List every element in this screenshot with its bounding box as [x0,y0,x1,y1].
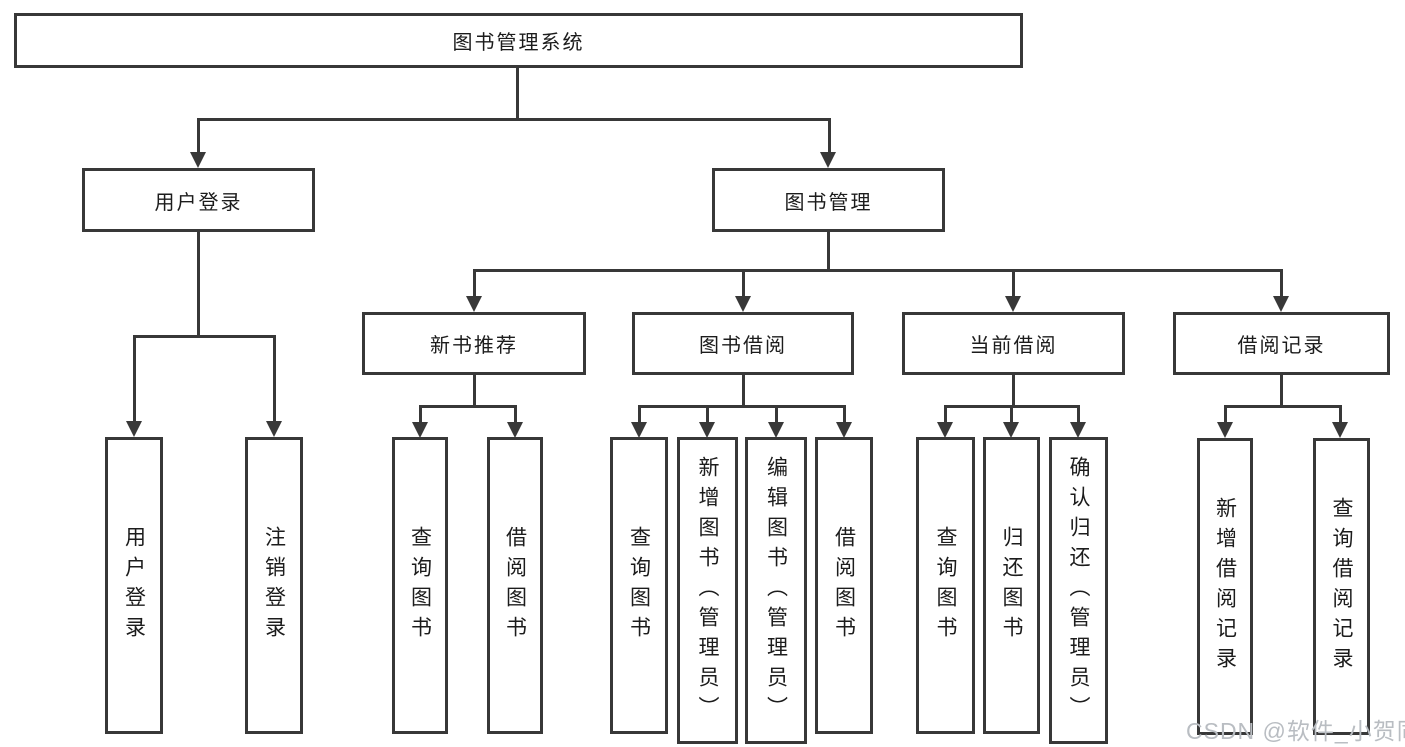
arrow-down-icon [412,422,428,438]
connector-leaf-stem [843,405,846,423]
node-book-mgmt-label: 图书管理 [784,191,873,214]
arrow-down-icon [266,421,282,437]
leaf-node-borrow-books: 借阅图书 [815,437,873,734]
node-borrow-records: 借阅记录 [1173,312,1390,375]
connector-to-current-borrow [1012,269,1015,297]
arrow-down-icon [768,422,784,438]
leaf-node-confirm-return-admin: 确认归还（管理员） [1049,437,1108,744]
arrow-down-icon [126,421,142,437]
arrow-down-icon [466,296,482,312]
leaf-label: 归还图书 [1000,525,1023,646]
leaf-label: 查询图书 [627,525,651,646]
connector-root-stem [516,68,519,120]
node-borrow-records-label: 借阅记录 [1237,335,1326,357]
connector-leaf-stem [133,335,136,422]
connector-user-login-stem [197,232,200,337]
connector-leaf-stem [1339,405,1342,423]
connector-leaf-stem [1224,405,1227,423]
leaf-label: 借阅图书 [503,525,527,646]
arrow-down-icon [631,422,647,438]
leaf-label: 注销登录 [262,525,286,646]
connector-book-mgmt-stem [827,232,830,272]
leaf-node-user-login: 用户登录 [105,437,163,734]
connector-current-borrow-stem [1012,375,1015,408]
connector-leaf-stem [273,335,276,422]
connector-new-books-stem [473,375,476,408]
leaf-node-borrow-books: 借阅图书 [487,437,543,734]
node-user-login: 用户登录 [82,168,315,232]
node-current-borrow: 当前借阅 [902,312,1125,375]
arrow-down-icon [1273,296,1289,312]
leaf-node-search-borrow-record: 查询借阅记录 [1313,438,1370,735]
leaf-label: 借阅图书 [832,525,856,646]
connector-book-borrow-stem [742,375,745,408]
connector-to-borrow-records [1280,269,1283,297]
connector-leaf-stem [1010,405,1013,423]
leaf-label: 新增借阅记录 [1213,496,1237,677]
arrow-down-icon [735,296,751,312]
arrow-down-icon [699,422,715,438]
leaf-node-logout: 注销登录 [245,437,303,734]
connector-level3-rail [473,269,1281,272]
leaf-node-search-books: 查询图书 [610,437,668,734]
leaf-node-add-borrow-record: 新增借阅记录 [1197,438,1253,735]
leaf-label: 编辑图书（管理员） [764,455,788,726]
arrow-down-icon [1003,422,1019,438]
leaf-node-search-books: 查询图书 [392,437,448,734]
connector-leaf-stem [514,405,517,423]
leaf-node-return-books: 归还图书 [983,437,1040,734]
leaf-label: 新增图书（管理员） [696,455,719,726]
leaf-label: 查询图书 [934,525,957,646]
arrow-down-icon [1332,422,1348,438]
arrow-down-icon [1217,422,1233,438]
root-node-label: 图书管理系统 [452,32,585,54]
arrow-down-icon [1005,296,1021,312]
arrow-down-icon [937,422,953,438]
connector-leaf-stem [706,405,709,423]
leaf-label: 确认归还（管理员） [1067,455,1090,726]
connector-level2-rail [197,118,831,121]
connector-to-book-borrow [742,269,745,297]
arrow-down-icon [820,152,836,168]
root-node-library-system: 图书管理系统 [14,13,1023,68]
arrow-down-icon [190,152,206,168]
arrow-down-icon [836,422,852,438]
connector-leaf-stem [775,405,778,423]
leaf-label: 查询图书 [408,525,432,646]
connector-to-user-login [197,118,200,154]
connector-to-new-books [473,269,476,297]
leaf-label: 用户登录 [122,525,146,646]
connector-leaf-stem [944,405,947,423]
leaf-node-edit-book-admin: 编辑图书（管理员） [745,437,807,744]
leaf-label: 查询借阅记录 [1330,496,1353,677]
connector-new-books-rail [419,405,517,408]
node-user-login-label: 用户登录 [154,191,243,214]
node-book-mgmt: 图书管理 [712,168,945,232]
connector-leaf-stem [1077,405,1080,423]
csdn-watermark: CSDN @软件_小贺同学 [1186,718,1405,744]
node-new-books: 新书推荐 [362,312,586,375]
connector-to-book-mgmt [828,118,831,154]
node-book-borrow-label: 图书借阅 [699,335,787,357]
connector-user-login-rail [133,335,275,338]
node-new-books-label: 新书推荐 [430,335,518,357]
connector-borrow-records-stem [1280,375,1283,408]
connector-leaf-stem [638,405,641,423]
leaf-node-add-book-admin: 新增图书（管理员） [677,437,738,744]
arrow-down-icon [507,422,523,438]
node-current-borrow-label: 当前借阅 [969,335,1058,357]
leaf-node-search-books: 查询图书 [916,437,975,734]
connector-book-borrow-rail [638,405,846,408]
connector-leaf-stem [419,405,422,423]
connector-borrow-records-rail [1224,405,1342,408]
node-book-borrow: 图书借阅 [632,312,854,375]
arrow-down-icon [1070,422,1086,438]
